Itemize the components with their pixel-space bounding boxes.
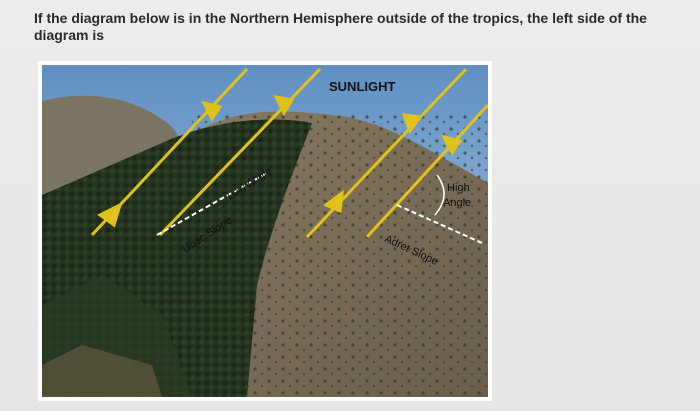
sun-arrow-2 xyxy=(158,67,322,237)
slope-diagram-image: SUNLIGHT Low Angle Ubac Slope High Angle… xyxy=(42,65,488,397)
arrowhead-1b xyxy=(97,202,123,228)
high-angle-arc xyxy=(434,174,445,216)
sunlight-arrows xyxy=(90,67,488,239)
bare-patch xyxy=(42,345,162,397)
slope-diagram-svg: SUNLIGHT Low Angle Ubac Slope High Angle… xyxy=(42,65,488,397)
far-hill xyxy=(42,95,192,205)
sun-arrow-4 xyxy=(365,103,488,239)
arrowhead-4 xyxy=(441,134,463,156)
arrowhead-2 xyxy=(273,94,295,117)
question-text: If the diagram below is in the Northern … xyxy=(34,10,647,43)
sunlight-label: SUNLIGHT xyxy=(329,79,396,94)
figure-frame: SUNLIGHT Low Angle Ubac Slope High Angle… xyxy=(38,61,492,401)
arrowhead-3a xyxy=(401,113,423,135)
arrowhead-1a xyxy=(201,100,223,122)
high-angle-label-line1: High xyxy=(447,182,470,194)
high-angle-label-line2: Angle xyxy=(443,197,471,209)
ubac-slope-line xyxy=(156,172,268,236)
arrowhead-3b xyxy=(323,189,344,214)
